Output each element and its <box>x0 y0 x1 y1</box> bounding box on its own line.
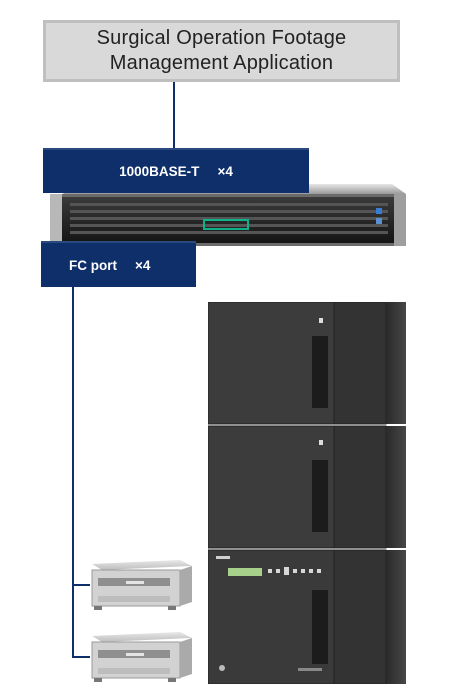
optical-drive-unit-icon <box>91 632 192 682</box>
application-box: Surgical Operation Footage Management Ap… <box>43 20 400 82</box>
fc-port-name: FC port <box>69 257 117 273</box>
fc-port-label: FC port ×4 <box>41 241 196 287</box>
optical-drive-unit-icon <box>91 560 192 610</box>
fc-port-multiplier: ×4 <box>135 257 151 273</box>
network-port-name: 1000BASE-T <box>119 164 200 179</box>
application-title-line2: Management Application <box>109 52 334 74</box>
tape-library-icon <box>208 302 406 684</box>
application-title: Surgical Operation Footage Management Ap… <box>97 26 347 76</box>
application-title-line1: Surgical Operation Footage <box>96 27 347 49</box>
rack-server-icon <box>50 184 406 246</box>
network-port-multiplier: ×4 <box>217 164 233 179</box>
network-port-label: 1000BASE-T ×4 <box>43 148 309 193</box>
connector-fc-vertical <box>72 287 74 658</box>
connector-fc-drive2 <box>72 656 90 658</box>
connector-fc-drive1 <box>72 584 90 586</box>
connector-app-server <box>173 82 175 150</box>
